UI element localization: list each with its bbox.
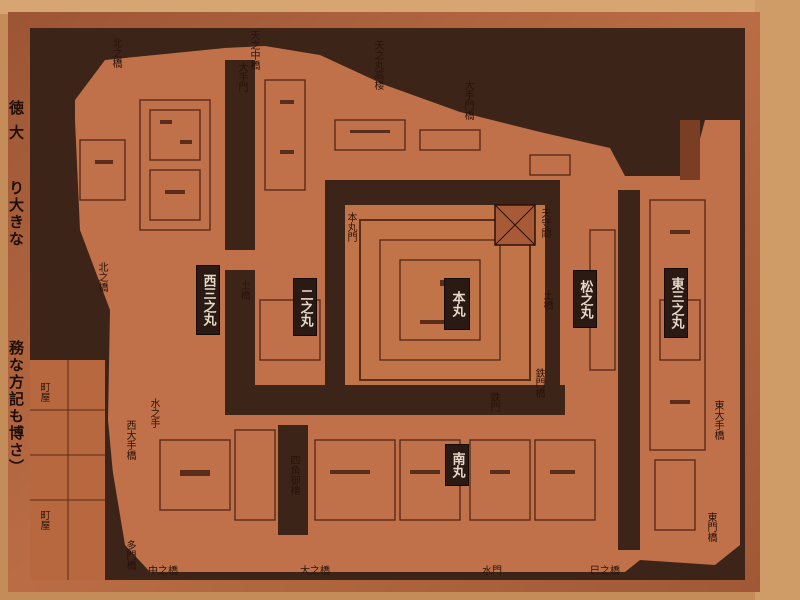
east-moat-strip: [618, 190, 640, 550]
label-bridge-4: 鉄門橋: [533, 368, 544, 398]
label-left-1: 北之橋: [96, 262, 107, 292]
label-bottom-2: 大之橋: [300, 566, 330, 577]
label-left-2: 西大手橋: [124, 420, 135, 460]
nishi-sannomaru-label: 西三之丸: [196, 265, 220, 335]
moat-band: [225, 385, 565, 415]
higashi-sannomaru-label: 東三之丸: [664, 268, 688, 338]
label-shikaku: 四角御櫓: [288, 455, 299, 495]
label-mizu: 水之手: [148, 398, 159, 428]
side-text-lower: 務な方記も博さ）: [7, 340, 25, 476]
nanban-label: 南丸: [445, 444, 469, 486]
label-tenshu: 天守閣: [539, 208, 550, 238]
label-town-2: 町屋: [38, 510, 49, 530]
label-bridge-1: 鉄門: [488, 392, 499, 412]
label-top-gate-3: 天之丸高楼: [372, 40, 383, 90]
buildings: [79, 79, 706, 531]
label-east-1: 東大手橋: [712, 400, 723, 440]
moat-strip-2: [225, 270, 255, 400]
label-left-3: 多門橋: [124, 540, 135, 570]
label-honmaru-gate: 本丸門: [345, 212, 356, 242]
label-top-gate-4: 大手門橋: [462, 80, 473, 120]
label-town-1: 町屋: [38, 382, 49, 402]
label-top-left: 北之橋: [110, 38, 121, 68]
shikaku-moat: [278, 425, 308, 535]
ne-gate: [680, 120, 700, 180]
label-bridge-2: 土橋: [238, 280, 249, 300]
river: [395, 30, 745, 118]
town-grid: [30, 360, 105, 580]
label-bottom-4: 巳之橋: [590, 566, 620, 577]
label-bridge-3: 土橋: [541, 290, 552, 310]
side-text-middle: り大きな: [7, 180, 25, 248]
ninomaru-label: 二之丸: [293, 278, 317, 336]
honmaru-label: 本丸: [444, 278, 470, 330]
matsunomaru-label: 松之丸: [573, 270, 597, 328]
wooden-frame-right: [755, 0, 800, 600]
label-east-2: 東門橋: [705, 512, 716, 542]
label-top-gate-2: 大手門: [236, 62, 247, 92]
label-bottom-1: 中之橋: [148, 566, 178, 577]
label-top-gate-1: 天之中橋: [248, 30, 259, 70]
side-text-top: 徳 大: [7, 100, 25, 142]
label-bottom-3: 水門: [482, 566, 502, 577]
moat-strip-1: [225, 60, 255, 250]
